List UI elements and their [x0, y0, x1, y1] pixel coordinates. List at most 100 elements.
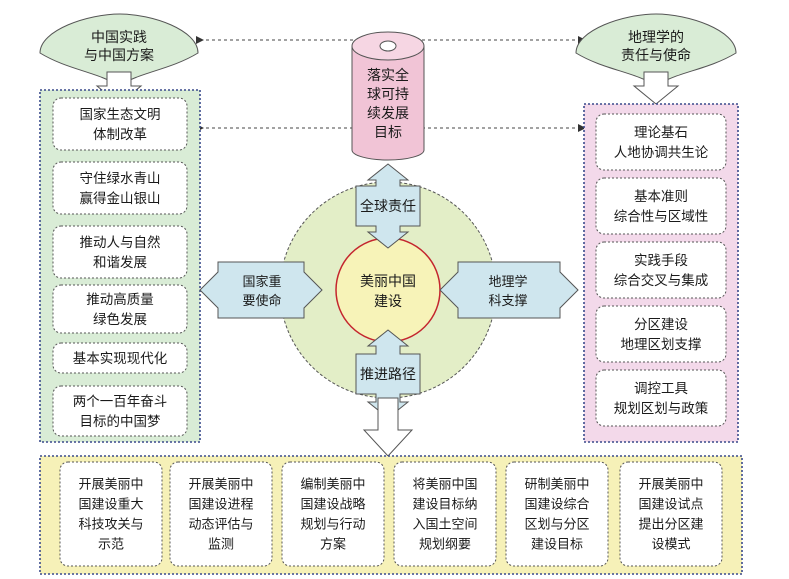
left-item-box: [52, 342, 188, 374]
left-item-text-line: 体制改革: [93, 127, 147, 143]
left-item-text-line: 两个一百年奋斗: [73, 394, 168, 410]
left-item: 基本实现现代化: [52, 342, 188, 374]
bottom-item-text-line: 监测: [208, 538, 234, 553]
bottom-item-text-line: 入国土空间: [412, 518, 477, 533]
left-heading-shape: [39, 13, 199, 87]
bottom-item-text-line: 编制美丽中: [300, 478, 365, 493]
right-item-text-line: 人地协调共生论: [614, 145, 709, 161]
center-line1: 美丽中国: [360, 274, 416, 290]
bottom-item-text-line: 国建设综合: [524, 498, 589, 513]
right-heading-shape: [575, 13, 737, 87]
right-item-box: [595, 369, 727, 427]
left-arrow-label-line1: 国家重: [242, 274, 281, 290]
left-item-text-line: 基本实现现代化: [73, 350, 168, 367]
bottom-item-box: [169, 461, 273, 567]
left-heading-line2: 与中国方案: [84, 47, 154, 64]
top-arrow-label: 全球责任: [360, 198, 416, 215]
right-item-text-line: 综合交叉与集成: [614, 272, 709, 289]
left-item-box: [52, 284, 188, 334]
left-arrow-label-line2: 要使命: [242, 293, 281, 309]
down-arrow-to-bottom: [362, 397, 414, 457]
bottom-item-box: [619, 461, 723, 567]
cylinder-shape: [351, 31, 425, 161]
cylinder-text-line: 球可持: [367, 87, 409, 103]
bottom-item-box: [59, 461, 163, 567]
bottom-item-text-line: 建设目标纳: [412, 498, 477, 513]
right-item-box: [595, 113, 727, 171]
bottom-item-box: [281, 461, 385, 567]
bottom-item-text-line: 规划与行动: [300, 518, 365, 533]
right-item-text-line: 调控工具: [634, 381, 688, 397]
bottom-item-text-line: 规划纲要: [419, 538, 471, 553]
right-item-box: [595, 177, 727, 235]
bottom-item-text-line: 研制美丽中: [524, 478, 589, 493]
right-item-text-line: 理论基石: [634, 124, 688, 141]
left-item-text-line: 绿色发展: [93, 311, 147, 328]
bottom-item-text-line: 将美丽中国: [412, 478, 477, 493]
bottom-item-text-line: 示范: [98, 538, 124, 553]
bottom-item-text-line: 动态评估与: [188, 518, 253, 533]
left-item-box: [52, 161, 188, 215]
right-item-text-line: 规划区划与政策: [614, 400, 709, 417]
left-arrow: [199, 261, 323, 319]
cylinder-text-line: 落实全: [367, 67, 409, 84]
left-item-text-line: 和谐发展: [93, 255, 147, 271]
top-arrow: [355, 163, 421, 249]
left-item-text-line: 国家生态文明: [80, 106, 161, 123]
right-heading-line2: 责任与使命: [621, 47, 691, 64]
right-item-text-line: 基本准则: [634, 188, 688, 205]
bottom-item-box: [505, 461, 609, 567]
left-heading-line1: 中国实践: [91, 30, 147, 46]
left-item-box: [52, 385, 188, 437]
right-arrow-label-line1: 地理学: [488, 274, 527, 290]
bottom-item-text-line: 开展美丽中: [638, 478, 703, 493]
right-arrow-label-line2: 科支撑: [488, 294, 527, 309]
right-down-arrow: [632, 71, 680, 105]
bottom-item-text-line: 区划与分区: [524, 518, 589, 533]
bottom-item-text-line: 开展美丽中: [78, 478, 143, 493]
cylinder-text-line: 续发展: [367, 105, 409, 122]
bottom-item-text-line: 国建设进程: [188, 498, 253, 513]
center-core: [335, 237, 441, 343]
bottom-item-text-line: 开展美丽中: [188, 478, 253, 493]
right-arrow: [439, 261, 579, 319]
left-item-text-line: 推动人与自然: [80, 234, 161, 251]
left-item-box: [52, 225, 188, 279]
bottom-item-text-line: 提出分区建: [638, 517, 703, 533]
bottom-item-text-line: 设模式: [651, 538, 690, 553]
bottom-arrow-label: 推进路径: [360, 367, 416, 383]
bottom-item-text-line: 方案: [320, 537, 346, 553]
bottom-item-text-line: 国建设试点: [638, 498, 703, 513]
center-line2: 建设: [374, 294, 402, 310]
right-item-text-line: 分区建设: [634, 317, 688, 333]
right-item-text-line: 综合性与区域性: [614, 209, 709, 225]
bottom-item-box: [393, 461, 497, 567]
right-item-box: [595, 241, 727, 299]
bottom-item-text-line: 建设目标: [531, 538, 583, 553]
bottom-item-text-line: 国建设重大: [78, 497, 143, 513]
right-item-text-line: 实践手段: [634, 253, 688, 269]
left-item-text-line: 目标的中国梦: [80, 414, 161, 430]
left-item-box: [52, 97, 188, 151]
cylinder-text-line: 目标: [374, 125, 402, 141]
left-item-text-line: 推动高质量: [86, 291, 154, 308]
left-item-text-line: 赢得金山银山: [80, 190, 161, 207]
